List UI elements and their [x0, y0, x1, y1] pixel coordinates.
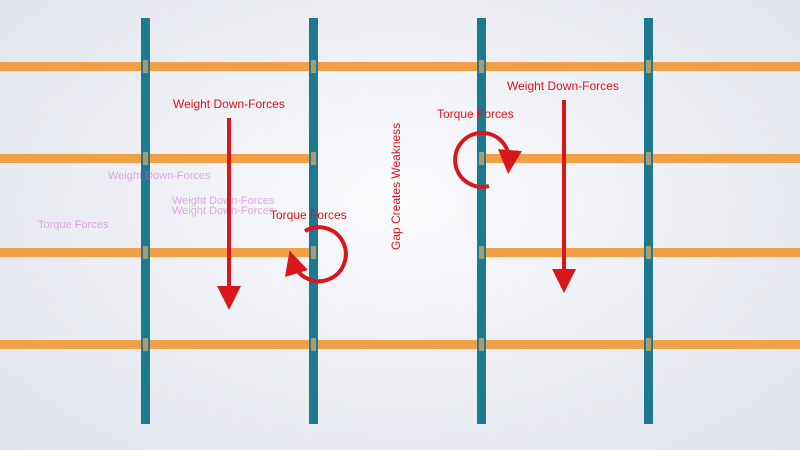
joint — [143, 60, 148, 73]
joint — [646, 246, 651, 259]
post-2 — [309, 18, 318, 424]
rail-mid-lower-right — [481, 248, 800, 257]
post-1 — [141, 18, 150, 424]
rail-mid-lower-left — [0, 248, 313, 257]
rail-mid-upper-left — [0, 154, 313, 163]
rails — [0, 62, 800, 349]
rail-bottom — [0, 340, 800, 349]
gap-weakness-label: Gap Creates Weakness — [389, 123, 403, 250]
ghost-overlay: Weight Down-Forces Weight Down-Forces We… — [38, 170, 275, 231]
joint — [311, 152, 316, 165]
joint — [479, 60, 484, 73]
weight-label-left: Weight Down-Forces — [173, 97, 285, 111]
joint — [311, 60, 316, 73]
joint — [479, 338, 484, 351]
ghost-weight-label-b: Weight Down-Forces — [172, 195, 275, 207]
post-3 — [477, 18, 486, 424]
joint — [311, 338, 316, 351]
joint — [479, 246, 484, 259]
weight-label-right: Weight Down-Forces — [507, 79, 619, 93]
joint — [143, 338, 148, 351]
joint — [143, 246, 148, 259]
rail-mid-upper-right — [481, 154, 800, 163]
torque-arrow-right — [453, 130, 522, 189]
joint — [646, 60, 651, 73]
joint — [311, 246, 316, 259]
joint — [479, 152, 484, 165]
ghost-weight-label-a: Weight Down-Forces — [108, 170, 211, 182]
joint — [646, 338, 651, 351]
rail-top — [0, 62, 800, 71]
joints — [143, 60, 651, 351]
joint — [646, 152, 651, 165]
joint — [143, 152, 148, 165]
ghost-weight-label-c: Weight Down-Forces — [172, 205, 275, 217]
post-4 — [644, 18, 653, 424]
ghost-torque-label: Torque Forces — [38, 219, 109, 231]
torque-label-right: Torque Forces — [437, 107, 514, 121]
torque-label-left: Torque Forces — [270, 208, 347, 222]
posts — [141, 18, 653, 424]
torque-arrow-left — [285, 225, 348, 284]
